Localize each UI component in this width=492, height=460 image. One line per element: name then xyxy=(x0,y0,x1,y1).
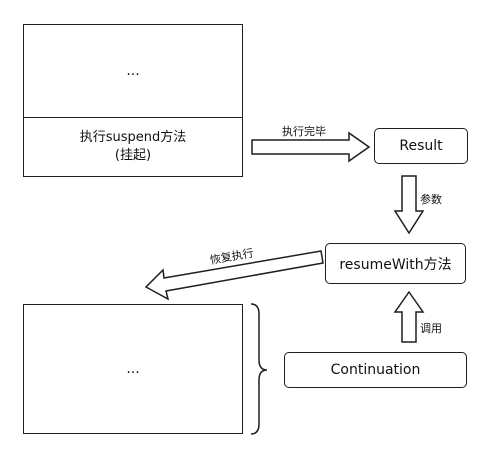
brace-icon xyxy=(250,303,268,435)
result-box: Result xyxy=(374,128,468,164)
top-frame: ... 执行suspend方法 (挂起) xyxy=(23,24,243,177)
result-label: Result xyxy=(399,138,443,154)
continuation-box: Continuation xyxy=(284,352,467,388)
bottom-frame-ellipsis: ... xyxy=(126,361,140,377)
call-arrow xyxy=(393,290,425,343)
resume-with-box: resumeWith方法 xyxy=(325,243,466,284)
resume-with-label: resumeWith方法 xyxy=(339,256,452,273)
param-arrow-label: 参数 xyxy=(420,193,442,206)
continuation-label: Continuation xyxy=(330,362,421,378)
bottom-frame: ... xyxy=(23,304,243,434)
top-frame-divider xyxy=(24,117,242,118)
param-arrow xyxy=(393,175,425,235)
finish-arrow-label: 执行完毕 xyxy=(282,125,326,138)
suspend-method-section: 执行suspend方法 (挂起) xyxy=(24,118,242,176)
call-arrow-label: 调用 xyxy=(420,322,442,335)
resume-arrow xyxy=(144,250,324,301)
finish-arrow xyxy=(251,131,371,163)
suspend-note-label: (挂起) xyxy=(114,148,152,163)
suspend-method-label: 执行suspend方法 xyxy=(79,130,187,145)
top-frame-ellipsis-area: ... xyxy=(24,25,242,117)
top-frame-ellipsis: ... xyxy=(126,63,140,79)
